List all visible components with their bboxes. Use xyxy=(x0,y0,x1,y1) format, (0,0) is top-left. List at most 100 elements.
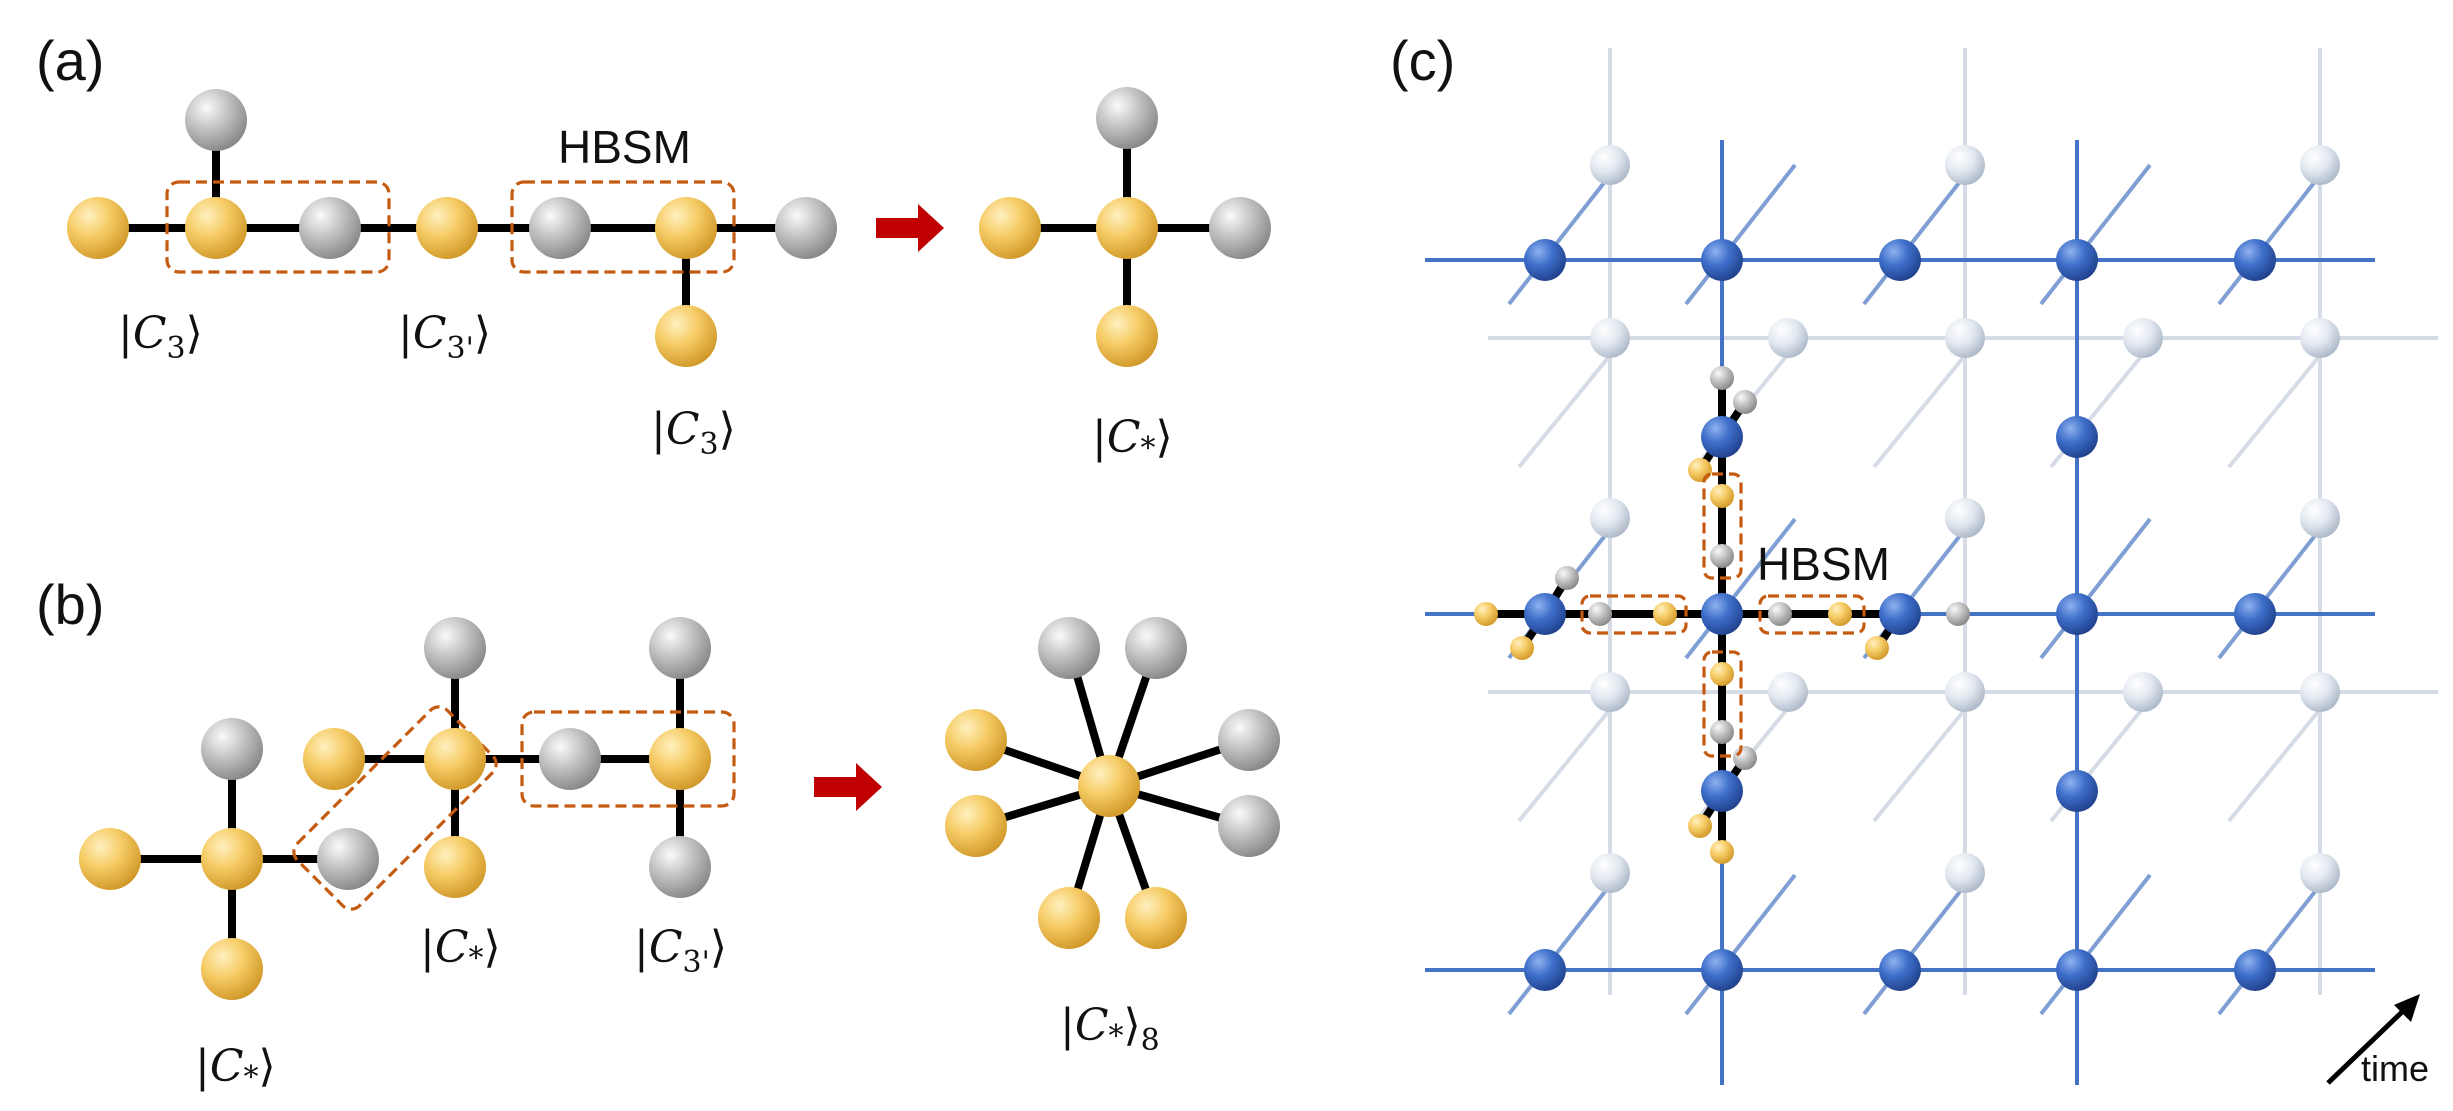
qubit-node-yellow xyxy=(416,197,478,259)
time-line xyxy=(2217,517,2330,660)
lattice-node-back xyxy=(1768,318,1808,358)
time-arrow-icon xyxy=(2326,1010,2404,1085)
qubit-node-yellow xyxy=(79,828,141,890)
time-line xyxy=(1507,163,1620,306)
time-line xyxy=(1862,873,1975,1016)
lattice-node-back xyxy=(1945,145,1985,185)
hbsm-label-c: HBSM xyxy=(1757,538,1890,590)
qubit-node-yellow xyxy=(201,938,263,1000)
qubit-node-gray xyxy=(317,828,379,890)
time-line xyxy=(2039,873,2152,1016)
state-label-c3prime: |C3'⟩ xyxy=(634,922,727,980)
qubit-node-yellow xyxy=(1710,662,1734,686)
lattice-node-back xyxy=(2300,145,2340,185)
time-line xyxy=(2217,873,2330,1016)
qubit-node-gray xyxy=(185,89,247,151)
state-label-cstar8: |C*⟩8 xyxy=(1060,1000,1160,1058)
qubit-node-gray xyxy=(1555,566,1579,590)
lattice-node-front xyxy=(2056,416,2098,458)
time-diagonal-lines xyxy=(1507,163,2337,1016)
qubit-node-gray xyxy=(1125,617,1187,679)
lattice-node-front xyxy=(1701,239,1743,281)
qubit-node-yellow xyxy=(424,836,486,898)
lattice-node-front xyxy=(1524,239,1566,281)
lattice-node-back xyxy=(1590,145,1630,185)
qubit-node-gray xyxy=(649,617,711,679)
panel-a: (a) HBSM xyxy=(36,29,1271,466)
qubit-node-gray xyxy=(424,617,486,679)
lattice-node-back xyxy=(1945,318,1985,358)
qubit-node-yellow xyxy=(1710,484,1734,508)
hbsm-box-c-left xyxy=(1580,594,1688,635)
lattice-node-back xyxy=(2300,498,2340,538)
time-line xyxy=(1684,163,1797,306)
qubit-node-gray xyxy=(1710,366,1734,390)
qubit-node-yellow xyxy=(1510,636,1534,660)
hbsm-box-a1 xyxy=(165,180,391,274)
time-line xyxy=(2227,335,2337,469)
qubit-node-gray xyxy=(299,197,361,259)
hbsm-box-a2 xyxy=(510,180,736,274)
qubit-node-gray xyxy=(1209,197,1271,259)
lattice-node-front xyxy=(2056,593,2098,635)
qubit-node-gray xyxy=(1218,709,1280,771)
qubit-node-gray xyxy=(1218,795,1280,857)
lattice-node-back xyxy=(2300,318,2340,358)
lattice-node-front xyxy=(1524,593,1566,635)
qubit-node-gray xyxy=(539,728,601,790)
time-line xyxy=(1684,517,1797,660)
state-label-cstar: |C*⟩ xyxy=(1092,412,1173,466)
lattice-node-back xyxy=(1945,672,1985,712)
lattice-node-front xyxy=(1879,593,1921,635)
hbsm-box-c-top xyxy=(1702,472,1743,580)
qubit-node-yellow xyxy=(655,197,717,259)
qubit-node-gray xyxy=(1096,87,1158,149)
qubit-node-yellow xyxy=(185,197,247,259)
qubit-node-yellow xyxy=(945,709,1007,771)
lattice-node-front xyxy=(1879,239,1921,281)
state-label-cstar: |C*⟩ xyxy=(420,922,501,976)
lattice-node-back xyxy=(2123,318,2163,358)
qubit-node-yellow xyxy=(201,828,263,890)
qubit-node-yellow xyxy=(1096,197,1158,259)
time-line xyxy=(1507,873,1620,1016)
qubit-node-gray xyxy=(1733,746,1757,770)
time-line xyxy=(1517,689,1627,823)
lattice-node-front xyxy=(2056,239,2098,281)
time-line xyxy=(1517,335,1627,469)
qubit-node-yellow xyxy=(1078,755,1140,817)
lattice-node-back xyxy=(2300,672,2340,712)
lattice-node-front xyxy=(2234,593,2276,635)
qubit-node-yellow xyxy=(945,795,1007,857)
state-label-c3: |C3⟩ xyxy=(118,308,203,366)
qubit-node-yellow xyxy=(67,197,129,259)
lattice-node-back xyxy=(1945,853,1985,893)
small-qubits-c xyxy=(1474,366,1970,864)
qubit-node-gray xyxy=(1710,720,1734,744)
front-lattice-nodes xyxy=(1524,239,2276,991)
state-label-c3: |C3⟩ xyxy=(651,404,736,462)
time-arrow-head-icon xyxy=(2394,994,2420,1022)
qubit-node-gray xyxy=(1710,544,1734,568)
panel-a-label: (a) xyxy=(36,29,104,92)
panel-c: (c) xyxy=(1390,29,2438,1089)
qubit-node-yellow xyxy=(303,728,365,790)
lattice-node-front xyxy=(2056,949,2098,991)
lattice-node-back xyxy=(1590,672,1630,712)
qubit-node-gray xyxy=(775,197,837,259)
lattice-node-front xyxy=(1879,949,1921,991)
time-line xyxy=(1872,689,1982,823)
qubit-node-yellow xyxy=(1865,636,1889,660)
state-label-cstar: |C*⟩ xyxy=(195,1041,276,1095)
panel-b: (b) xyxy=(36,573,1280,1095)
qubit-node-yellow xyxy=(649,728,711,790)
time-line xyxy=(2039,163,2152,306)
arrow-right-icon xyxy=(814,763,882,811)
lattice-node-back xyxy=(2123,672,2163,712)
qubit-node-yellow xyxy=(1125,887,1187,949)
lattice-node-front xyxy=(1701,416,1743,458)
nodes-a xyxy=(67,87,1271,367)
qubit-node-gray xyxy=(1768,602,1792,626)
time-line xyxy=(2217,163,2330,306)
